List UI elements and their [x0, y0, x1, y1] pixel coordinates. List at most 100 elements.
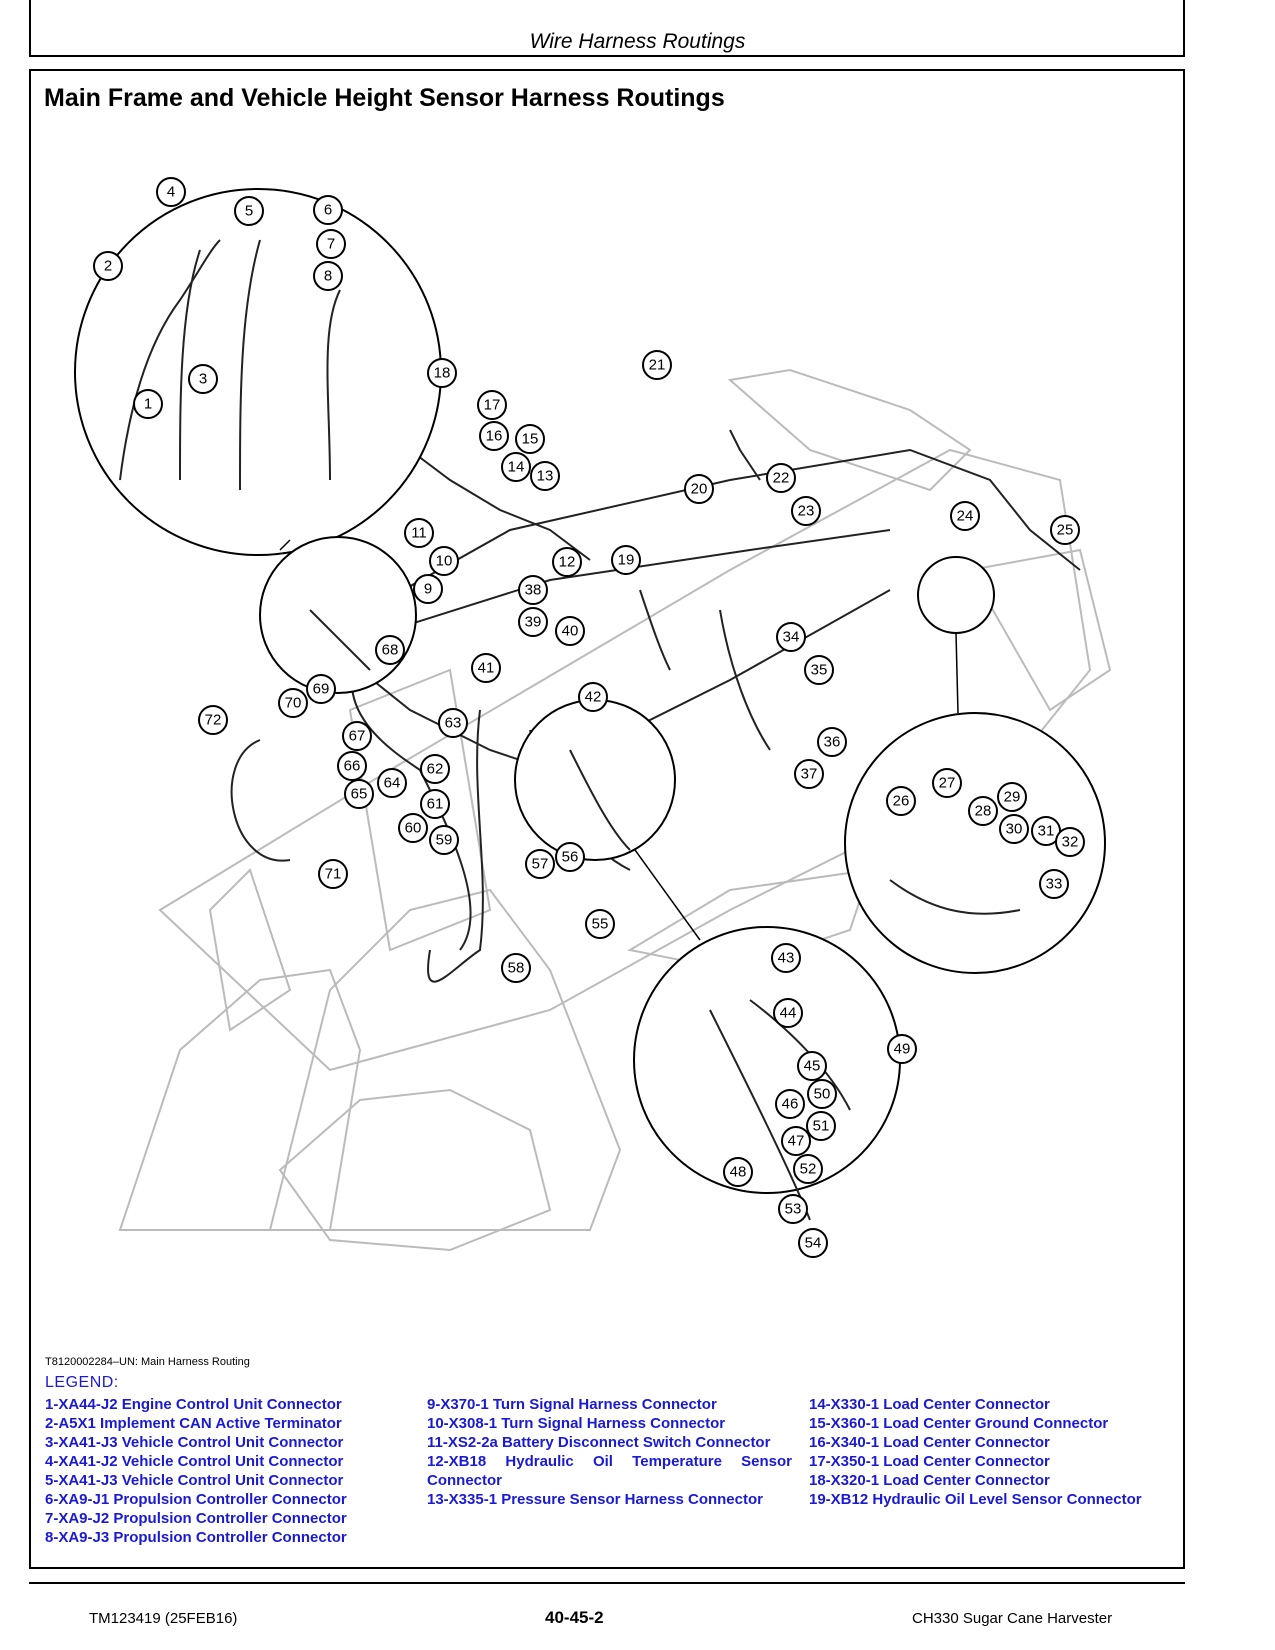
legend-item: 6-XA9-J1 Propulsion Controller Connector — [45, 1491, 347, 1508]
svg-text:55: 55 — [592, 916, 609, 933]
legend-item: 1-XA44-J2 Engine Control Unit Connector — [45, 1396, 342, 1413]
svg-text:1: 1 — [144, 396, 152, 413]
callout-46: 46 — [775, 1089, 805, 1119]
svg-text:47: 47 — [788, 1133, 805, 1150]
svg-text:54: 54 — [805, 1235, 822, 1252]
callout-33: 33 — [1039, 869, 1069, 899]
footer-rule — [29, 1582, 1185, 1584]
svg-text:32: 32 — [1062, 834, 1079, 851]
svg-text:2: 2 — [104, 258, 112, 275]
svg-text:69: 69 — [313, 681, 330, 698]
svg-text:38: 38 — [525, 582, 542, 599]
svg-text:27: 27 — [939, 775, 956, 792]
svg-text:29: 29 — [1004, 789, 1021, 806]
svg-text:3: 3 — [199, 371, 207, 388]
callout-3: 3 — [188, 364, 218, 394]
svg-text:42: 42 — [585, 689, 602, 706]
svg-text:25: 25 — [1057, 522, 1074, 539]
callout-51: 51 — [806, 1111, 836, 1141]
svg-text:60: 60 — [405, 820, 422, 837]
legend-column-2: 9-X370-1 Turn Signal Harness Connector 1… — [427, 1395, 792, 1509]
callout-59: 59 — [429, 825, 459, 855]
callout-8: 8 — [313, 261, 343, 291]
svg-text:7: 7 — [327, 236, 335, 253]
footer-doc-id: TM123419 (25FEB16) — [89, 1610, 238, 1627]
svg-text:16: 16 — [486, 428, 503, 445]
callout-9: 9 — [413, 574, 443, 604]
legend-item: 18-X320-1 Load Center Connector — [809, 1472, 1050, 1489]
svg-text:44: 44 — [780, 1005, 797, 1022]
svg-text:20: 20 — [691, 481, 708, 498]
legend-item: 8-XA9-J3 Propulsion Controller Connector — [45, 1529, 347, 1546]
callout-44: 44 — [773, 998, 803, 1028]
callout-26: 26 — [886, 786, 916, 816]
legend-item: 14-X330-1 Load Center Connector — [809, 1396, 1050, 1413]
svg-text:12: 12 — [559, 554, 576, 571]
svg-text:21: 21 — [649, 357, 666, 374]
callout-56: 56 — [555, 842, 585, 872]
callout-40: 40 — [555, 616, 585, 646]
svg-text:50: 50 — [814, 1086, 831, 1103]
svg-text:4: 4 — [167, 184, 175, 201]
callout-29: 29 — [997, 782, 1027, 812]
legend-column-3: 14-X330-1 Load Center Connector 15-X360-… — [809, 1395, 1175, 1509]
svg-text:49: 49 — [894, 1041, 911, 1058]
svg-text:22: 22 — [773, 470, 790, 487]
callout-24: 24 — [950, 501, 980, 531]
svg-text:62: 62 — [427, 761, 444, 778]
svg-text:59: 59 — [436, 832, 453, 849]
svg-text:26: 26 — [893, 793, 910, 810]
callout-11: 11 — [404, 518, 434, 548]
callout-42: 42 — [578, 682, 608, 712]
callout-62: 62 — [420, 754, 450, 784]
svg-text:35: 35 — [811, 662, 828, 679]
svg-text:17: 17 — [484, 397, 501, 414]
svg-text:19: 19 — [618, 552, 635, 569]
callout-20: 20 — [684, 474, 714, 504]
svg-text:37: 37 — [801, 766, 818, 783]
legend-item: 15-X360-1 Load Center Ground Connector — [809, 1415, 1109, 1432]
callout-18: 18 — [427, 358, 457, 388]
svg-text:9: 9 — [424, 581, 432, 598]
svg-text:67: 67 — [349, 728, 366, 745]
legend-item: 19-XB12 Hydraulic Oil Level Sensor Conne… — [809, 1491, 1142, 1508]
svg-text:31: 31 — [1038, 823, 1055, 840]
svg-text:51: 51 — [813, 1118, 830, 1135]
legend-item: 11-XS2-2a Battery Disconnect Switch Conn… — [427, 1434, 771, 1451]
callout-4: 4 — [156, 177, 186, 207]
svg-text:71: 71 — [325, 866, 342, 883]
svg-text:36: 36 — [824, 734, 841, 751]
callout-12: 12 — [552, 547, 582, 577]
callout-49: 49 — [887, 1034, 917, 1064]
legend-item: 2-A5X1 Implement CAN Active Terminator — [45, 1415, 342, 1432]
callout-45: 45 — [797, 1051, 827, 1081]
callout-28: 28 — [968, 796, 998, 826]
svg-text:48: 48 — [730, 1164, 747, 1181]
svg-text:24: 24 — [957, 508, 974, 525]
callout-52: 52 — [793, 1154, 823, 1184]
callout-2: 2 — [93, 251, 123, 281]
callout-61: 61 — [420, 789, 450, 819]
callout-21: 21 — [642, 350, 672, 380]
legend-item: 12-XB18 Hydraulic Oil Temperature Sensor… — [427, 1453, 792, 1489]
footer-page-number: 40-45-2 — [545, 1608, 604, 1627]
svg-text:14: 14 — [508, 459, 525, 476]
svg-text:41: 41 — [478, 660, 495, 677]
svg-text:52: 52 — [800, 1161, 817, 1178]
footer-machine: CH330 Sugar Cane Harvester — [912, 1610, 1113, 1627]
svg-text:68: 68 — [382, 642, 399, 659]
callout-71: 71 — [318, 859, 348, 889]
magnifier-leader-lines — [279, 539, 959, 941]
callout-10: 10 — [429, 546, 459, 576]
svg-text:63: 63 — [445, 715, 462, 732]
callout-30: 30 — [999, 814, 1029, 844]
callout-5: 5 — [234, 196, 264, 226]
callout-7: 7 — [316, 229, 346, 259]
legend-item: 4-XA41-J2 Vehicle Control Unit Connector — [45, 1453, 344, 1470]
callout-57: 57 — [525, 849, 555, 879]
callout-70: 70 — [278, 688, 308, 718]
callout-60: 60 — [398, 813, 428, 843]
svg-text:57: 57 — [532, 856, 549, 873]
